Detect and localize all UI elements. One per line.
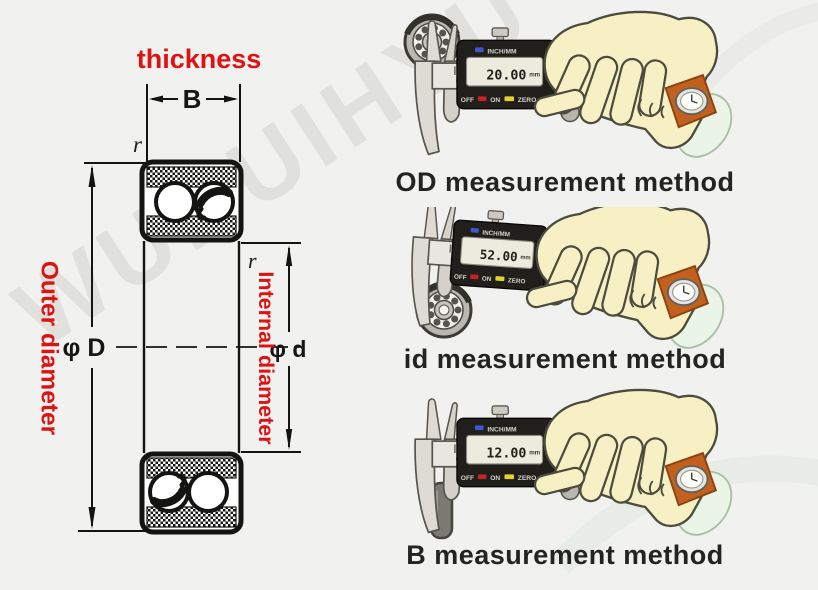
caliper-od: 20.00 mm xyxy=(415,21,699,154)
dimension-lines xyxy=(78,84,301,532)
lcd-unit-id: mm xyxy=(520,255,531,262)
lcd-unit-od: mm xyxy=(529,71,540,78)
dimension-arrows xyxy=(88,95,293,529)
caliper-id: 52.00 mm xyxy=(407,207,684,344)
b-dimension-label: B xyxy=(183,84,202,114)
internal-diameter-label: Internal diameter xyxy=(254,271,278,445)
photo-od-measurement: 20.00 mm xyxy=(386,10,733,168)
photo-id-measurement: 52.00 mm xyxy=(386,207,725,350)
internal-phi-label: φ d xyxy=(270,336,307,362)
lcd-unit-b: mm xyxy=(529,449,540,456)
bearing-dimension-diagram: thickness B r r φ D φ d Outer diameter I… xyxy=(35,44,307,590)
caption-od-measurement: OD measurement method xyxy=(395,167,735,197)
lcd-value-od: 20.00 xyxy=(486,68,526,83)
caliper-b: 12.00 mm xyxy=(415,399,699,532)
r-top-label: r xyxy=(133,132,143,157)
thickness-label: thickness xyxy=(137,44,262,74)
lcd-value-b: 12.00 xyxy=(486,446,526,461)
caption-id-measurement: id measurement method xyxy=(403,344,727,374)
lcd-value-id: 52.00 xyxy=(479,247,518,265)
caption-b-measurement: B measurement method xyxy=(406,540,724,570)
outer-diameter-label: Outer diameter xyxy=(35,261,62,436)
outer-phi-label: φ D xyxy=(63,334,106,362)
r-inner-label: r xyxy=(248,248,257,273)
photo-b-measurement: 12.00 mm xyxy=(386,388,733,540)
